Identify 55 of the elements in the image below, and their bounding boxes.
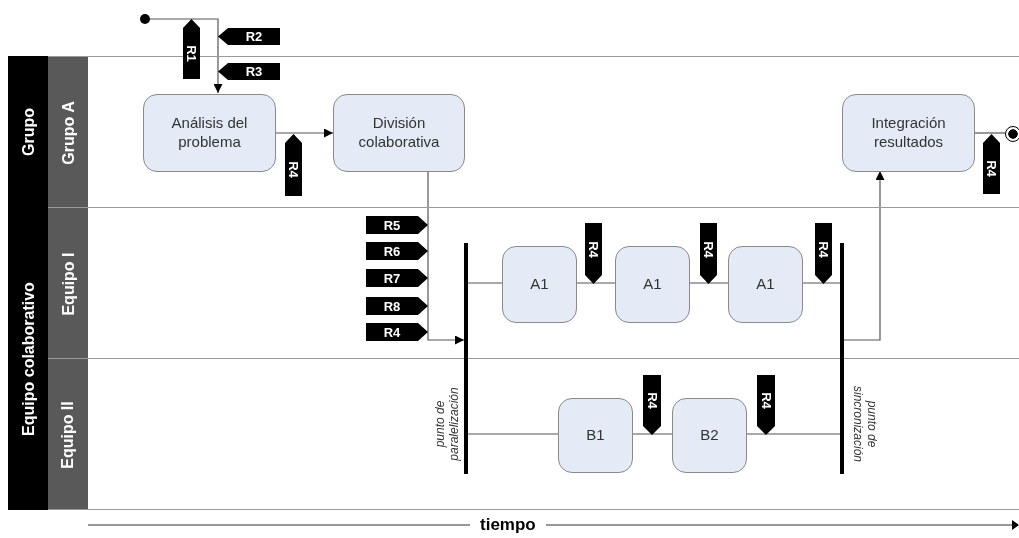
tag-label: R8 [383,298,401,314]
bar-caption: punto de paralelización [434,386,462,463]
start-node [140,14,150,24]
arrow [843,170,885,341]
activity-box: B2 [672,398,747,473]
activity-box: División colaborativa [333,94,465,172]
activity-box: A1 [502,246,577,323]
tag-label: R4 [701,240,716,258]
activity-box: A1 [615,246,690,323]
flag-tag [983,134,1000,194]
lane-title: Equipo I [58,250,78,318]
tag-label: R4 [984,160,999,177]
arrow [275,128,334,138]
lane-title: Equipo II [58,400,77,471]
end-node [1005,126,1019,142]
flag-tag [366,269,428,287]
lane-title: Equipo colaborativo [18,280,38,438]
flag-tag [757,375,775,435]
flag-tag [815,223,832,284]
tag-label: R2 [245,29,263,44]
activity-box: Análisis del problema [143,94,276,172]
tag-label: R4 [286,161,301,178]
flag-tag [643,375,661,435]
swimlane [48,358,1019,510]
activity-box: B1 [558,398,633,473]
flag-tag [700,223,717,284]
tag-label: R1 [184,45,199,62]
tag-label: R4 [758,392,774,409]
lane-title: Grupo [18,106,38,158]
flag-tag [366,297,428,315]
axis-label: tiempo [470,515,546,535]
flag-tag [366,216,428,234]
flag-tag [585,223,602,284]
swimlane-group [8,207,1019,510]
flag-tag [183,19,200,79]
swimlane [48,207,1019,358]
tag-label: R4 [383,324,401,340]
flag-tag [218,28,280,45]
tag-label: R7 [383,270,401,286]
flag-tag [285,134,302,196]
arrow [427,170,465,345]
activity-box: A1 [728,246,803,323]
flag-tag [366,323,428,341]
tag-label: R5 [383,217,401,233]
tag-label: R4 [644,392,660,409]
tag-label: R6 [383,243,401,259]
arrow [149,18,223,94]
tag-label: R4 [816,240,831,258]
flag-tag [366,242,428,260]
activity-box: Integración resultados [842,94,975,172]
bar-caption: punto de sincronización [850,384,878,464]
tag-label: R3 [245,64,263,79]
tag-label: R4 [586,240,601,258]
flag-tag [218,63,280,80]
lane-title: Grupo A [58,99,78,167]
